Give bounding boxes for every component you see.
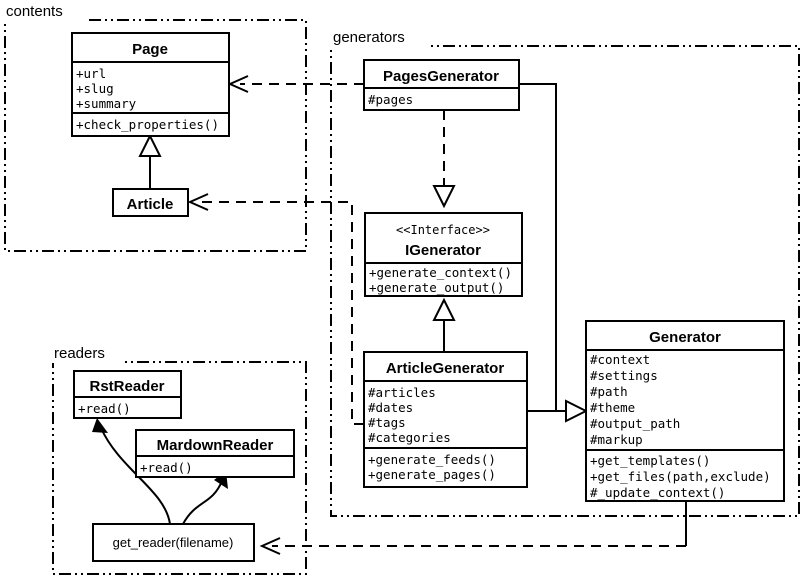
generalization-generators-generator	[519, 83, 589, 423]
open-arrowhead	[187, 193, 209, 211]
class-generator-name: Generator	[649, 329, 721, 346]
class-igenerator-name: IGenerator	[405, 242, 481, 259]
class-generator-method: #_update_context()	[590, 485, 725, 500]
class-articlegenerator-attribute: #dates	[368, 400, 413, 415]
open-arrowhead	[227, 75, 249, 93]
realization-pagesgenerator-igenerator	[432, 110, 456, 209]
class-articlegenerator-attribute: #categories	[368, 430, 451, 445]
hollow-triangle-arrowhead	[138, 133, 162, 157]
class-page-name: Page	[132, 41, 168, 58]
function-get-reader-label: get_reader(filename)	[113, 535, 234, 550]
package-readers-label-bg	[50, 344, 124, 363]
package-contents-label-bg	[2, 2, 88, 21]
class-rstreader-box[interactable]	[73, 370, 182, 419]
class-article[interactable]: Article	[112, 188, 189, 217]
class-generator-attribute: #context	[590, 352, 650, 367]
class-mardownreader[interactable]: MardownReader +read()	[135, 429, 295, 478]
association-curve	[100, 427, 171, 525]
class-articlegenerator-box[interactable]	[363, 351, 528, 488]
solid-arrowhead	[92, 418, 108, 433]
package-generators-border	[330, 45, 800, 517]
class-generator[interactable]: Generator #context #settings #path #them…	[585, 320, 785, 502]
function-get-reader-box[interactable]	[92, 523, 255, 562]
package-contents: contents	[2, 2, 307, 252]
class-rstreader[interactable]: RstReader +read()	[73, 370, 182, 419]
class-pagesgenerator-name: PagesGenerator	[383, 68, 499, 85]
association-getreader-mardownreader	[182, 471, 228, 525]
class-generator-method: +get_templates()	[590, 453, 710, 468]
generalization-article-page	[138, 133, 162, 189]
class-articlegenerator[interactable]: ArticleGenerator #articles #dates #tags …	[363, 351, 528, 488]
class-rstreader-name: RstReader	[89, 378, 164, 395]
class-mardownreader-box[interactable]	[135, 429, 295, 478]
association-getreader-rstreader	[92, 418, 171, 525]
dependency-generator-getreader	[259, 501, 687, 555]
class-generator-attribute: #theme	[590, 400, 635, 415]
class-generator-method: +get_files(path,exclude)	[590, 469, 771, 484]
class-page-box[interactable]	[71, 32, 230, 137]
open-arrowhead	[259, 537, 281, 555]
class-pagesgenerator[interactable]: PagesGenerator #pages	[363, 59, 520, 111]
class-page-attribute: +url	[76, 66, 106, 81]
class-articlegenerator-method: +generate_pages()	[368, 467, 496, 482]
class-article-box[interactable]	[112, 188, 189, 217]
generalization-line-pages	[519, 83, 557, 411]
class-igenerator-method: +generate_context()	[369, 265, 512, 280]
package-generators-label: generators	[333, 29, 405, 46]
class-page[interactable]: Page +url +slug +summary +check_properti…	[71, 32, 230, 137]
class-articlegenerator-attribute: #articles	[368, 385, 436, 400]
package-generators: generators	[330, 28, 800, 517]
hollow-triangle-arrowhead	[432, 185, 456, 209]
class-articlegenerator-attribute: #tags	[368, 415, 406, 430]
class-igenerator-box[interactable]	[364, 212, 523, 297]
class-generator-attribute: #markup	[590, 432, 643, 447]
package-generators-label-bg	[331, 28, 427, 47]
class-pagesgenerator-box[interactable]	[363, 59, 520, 111]
class-mardownreader-method: +read()	[140, 460, 193, 475]
class-pagesgenerator-attribute: #pages	[368, 92, 413, 107]
package-contents-label: contents	[6, 3, 63, 20]
class-articlegenerator-name: ArticleGenerator	[386, 360, 505, 377]
function-get-reader[interactable]: get_reader(filename)	[92, 523, 255, 562]
package-readers-border	[52, 361, 307, 575]
class-generator-attribute: #settings	[590, 368, 658, 383]
hollow-triangle-arrowhead	[565, 399, 589, 423]
class-igenerator-stereotype: <<Interface>>	[396, 223, 490, 237]
package-contents-border	[4, 19, 307, 252]
dependency-line	[200, 201, 364, 425]
class-mardownreader-name: MardownReader	[157, 437, 274, 454]
class-page-method: +check_properties()	[76, 117, 219, 132]
class-page-attribute: +summary	[76, 96, 137, 111]
association-curve	[182, 480, 223, 525]
class-igenerator-method: +generate_output()	[369, 280, 504, 295]
class-article-name: Article	[127, 196, 174, 213]
class-page-attribute: +slug	[76, 81, 114, 96]
class-generator-attribute: #output_path	[590, 416, 680, 431]
package-readers-label: readers	[54, 345, 105, 362]
hollow-triangle-arrowhead	[432, 297, 456, 321]
dependency-articlegenerator-article	[187, 193, 364, 425]
generalization-articlegenerator-igenerator	[432, 297, 456, 352]
class-rstreader-method: +read()	[78, 401, 131, 416]
class-articlegenerator-method: +generate_feeds()	[368, 452, 496, 467]
package-readers: readers	[50, 344, 307, 575]
class-igenerator[interactable]: <<Interface>> IGenerator +generate_conte…	[364, 212, 523, 297]
class-generator-attribute: #path	[590, 384, 628, 399]
dependency-pagesgenerator-page	[227, 75, 364, 93]
